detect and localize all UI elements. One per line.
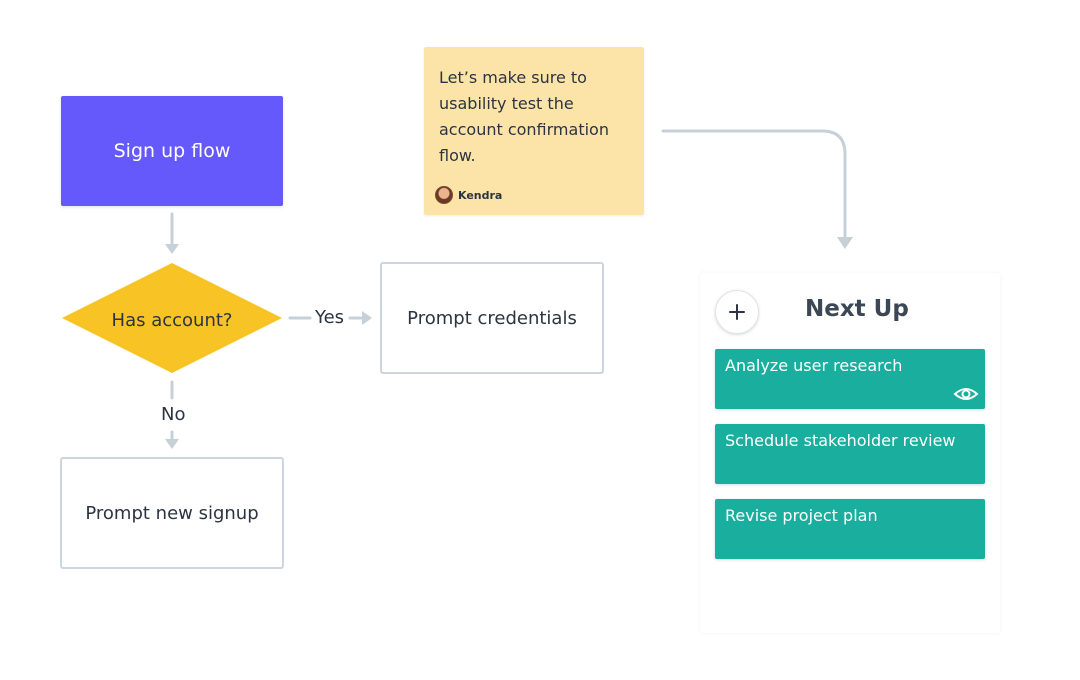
sticky-note-text: Let’s make sure to usability test the ac… bbox=[439, 68, 609, 165]
author-name: Kendra bbox=[458, 188, 503, 202]
decision-label: Has account? bbox=[111, 309, 233, 331]
start-node-label: Sign up flow bbox=[113, 140, 231, 162]
start-node[interactable]: Sign up flow bbox=[61, 96, 283, 206]
panel-title: Next Up bbox=[805, 296, 909, 322]
connector-sticky-to-panel bbox=[661, 129, 847, 238]
no-edge-label: No bbox=[159, 404, 188, 425]
prompt-new-signup-node[interactable]: Prompt new signup bbox=[60, 457, 284, 569]
avatar bbox=[435, 186, 453, 204]
plus-icon bbox=[729, 304, 745, 320]
arrowhead-sticky bbox=[837, 237, 853, 249]
arrowhead-start bbox=[165, 244, 179, 254]
prompt-credentials-label: Prompt credentials bbox=[407, 307, 577, 329]
decision-diamond bbox=[62, 263, 282, 373]
card-revise-project-plan[interactable]: Revise project plan bbox=[715, 499, 985, 559]
sticky-note[interactable]: Let’s make sure to usability test the ac… bbox=[424, 47, 644, 215]
add-card-button[interactable] bbox=[715, 290, 759, 334]
arrowhead-yes bbox=[362, 311, 372, 325]
card-label: Analyze user research bbox=[725, 356, 903, 375]
sticky-note-author: Kendra bbox=[435, 186, 502, 204]
card-label: Revise project plan bbox=[725, 506, 878, 525]
yes-edge-label: Yes bbox=[313, 307, 347, 328]
prompt-new-signup-label: Prompt new signup bbox=[85, 502, 259, 524]
eye-icon[interactable] bbox=[953, 385, 979, 403]
card-label: Schedule stakeholder review bbox=[725, 431, 956, 450]
card-schedule-stakeholder-review[interactable]: Schedule stakeholder review bbox=[715, 424, 985, 484]
card-analyze-user-research[interactable]: Analyze user research bbox=[715, 349, 985, 409]
decision-node[interactable]: Has account? bbox=[62, 300, 282, 340]
prompt-credentials-node[interactable]: Prompt credentials bbox=[380, 262, 604, 374]
arrowhead-no bbox=[165, 439, 179, 449]
